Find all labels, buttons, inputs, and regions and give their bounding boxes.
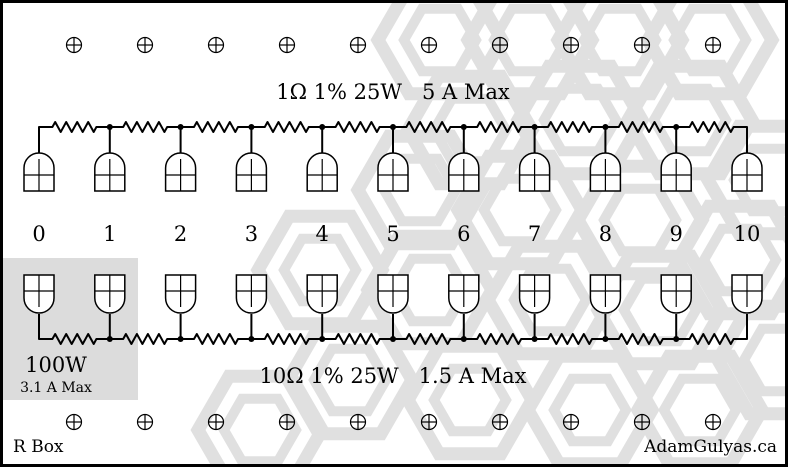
hex-shape bbox=[700, 119, 788, 241]
banana-jack-terminal[interactable] bbox=[164, 152, 197, 192]
hex-shape bbox=[350, 129, 490, 251]
banana-jack-terminal[interactable] bbox=[660, 152, 692, 192]
junction-dot bbox=[319, 336, 326, 342]
banana-jack-terminal[interactable] bbox=[94, 152, 126, 192]
bottom-resistor-spec: 10Ω 1% 25W 1.5 A Max bbox=[260, 364, 527, 388]
junction-dot bbox=[531, 124, 538, 130]
hex-shape bbox=[710, 299, 788, 421]
hex-shape bbox=[308, 343, 392, 417]
junction-dot bbox=[319, 124, 326, 130]
junction-dot bbox=[177, 336, 184, 342]
terminal-number: 5 bbox=[386, 222, 399, 246]
hex-background-pattern bbox=[190, 0, 788, 467]
top-resistor-spec: 1Ω 1% 25W 5 A Max bbox=[276, 80, 510, 104]
hex-shape bbox=[190, 369, 330, 467]
hex-shape bbox=[648, 83, 732, 157]
hex-shape bbox=[520, 349, 660, 467]
banana-jack-terminal[interactable] bbox=[235, 274, 268, 314]
website-credit: AdamGulyas.ca bbox=[643, 437, 777, 457]
junction-dot bbox=[390, 124, 396, 130]
terminal-numbers: 0 1 2 3 4 5 6 7 8 9 10 bbox=[32, 222, 760, 246]
banana-jack-terminal[interactable] bbox=[306, 152, 338, 192]
hex-shape bbox=[450, 149, 590, 271]
banana-jack-terminal[interactable] bbox=[518, 274, 551, 314]
junction-dot bbox=[673, 124, 680, 130]
product-name: R Box bbox=[13, 437, 64, 457]
hex-shape bbox=[620, 59, 760, 181]
banana-jack-terminal[interactable] bbox=[23, 274, 55, 314]
banana-jack-terminal[interactable] bbox=[448, 152, 480, 192]
current-rating: 3.1 A Max bbox=[20, 380, 92, 396]
hex-shape bbox=[370, 0, 510, 101]
junction-dot bbox=[390, 336, 396, 342]
banana-jack-terminal[interactable] bbox=[731, 152, 763, 192]
terminal-number: 2 bbox=[174, 222, 187, 246]
banana-jack-terminal[interactable] bbox=[589, 274, 622, 314]
hex-shape bbox=[550, 0, 690, 101]
banana-jack-terminal[interactable] bbox=[660, 274, 692, 314]
terminal-number: 10 bbox=[734, 222, 761, 246]
terminal-number: 9 bbox=[670, 222, 683, 246]
junction-dot bbox=[460, 336, 467, 342]
terminal-number: 1 bbox=[103, 222, 116, 246]
terminal-number: 0 bbox=[32, 222, 45, 246]
banana-jack-terminal[interactable] bbox=[518, 152, 551, 192]
banana-jack-terminal[interactable] bbox=[731, 274, 763, 314]
hex-shape bbox=[548, 373, 632, 447]
hex-shape bbox=[538, 83, 622, 157]
junction-dot bbox=[106, 336, 113, 342]
banana-jack-terminal[interactable] bbox=[377, 152, 409, 192]
junction-dot bbox=[106, 124, 113, 130]
hex-shape bbox=[400, 339, 540, 461]
banana-jack-terminal[interactable] bbox=[94, 274, 126, 314]
terminals-top-row bbox=[23, 152, 763, 192]
banana-jack-terminal[interactable] bbox=[235, 152, 268, 192]
mounting-holes-top bbox=[65, 36, 722, 54]
terminal-number: 8 bbox=[599, 222, 612, 246]
banana-jack-terminal[interactable] bbox=[377, 274, 409, 314]
hex-shape bbox=[508, 263, 592, 337]
junction-dot bbox=[602, 336, 609, 342]
banana-jack-terminal[interactable] bbox=[448, 274, 480, 314]
junction-dot bbox=[460, 124, 467, 130]
junction-dot bbox=[602, 124, 609, 130]
hex-shape bbox=[278, 233, 362, 307]
hex-shape bbox=[738, 323, 788, 397]
junction-dot bbox=[177, 124, 184, 130]
hex-shape bbox=[218, 393, 302, 467]
junction-dot bbox=[248, 124, 255, 130]
hex-shape bbox=[428, 363, 512, 437]
resistor-network bbox=[38, 121, 748, 345]
terminal-number: 3 bbox=[245, 222, 258, 246]
junction-dot bbox=[248, 336, 255, 342]
power-rating: 100W bbox=[25, 353, 87, 377]
terminals-bottom-row bbox=[23, 274, 763, 314]
hex-shape bbox=[630, 349, 770, 467]
banana-jack-terminal[interactable] bbox=[306, 274, 338, 314]
hex-shape bbox=[578, 3, 662, 77]
banana-jack-terminal[interactable] bbox=[164, 274, 197, 314]
hex-shape bbox=[658, 373, 742, 447]
banana-jack-terminal[interactable] bbox=[23, 152, 55, 192]
junction-dot bbox=[531, 336, 538, 342]
terminal-number: 4 bbox=[316, 222, 329, 246]
junction-dot bbox=[673, 336, 680, 342]
terminal-number: 7 bbox=[528, 222, 541, 246]
mounting-holes-bottom bbox=[65, 413, 722, 431]
banana-jack-terminal[interactable] bbox=[589, 152, 622, 192]
terminal-number: 6 bbox=[457, 222, 470, 246]
